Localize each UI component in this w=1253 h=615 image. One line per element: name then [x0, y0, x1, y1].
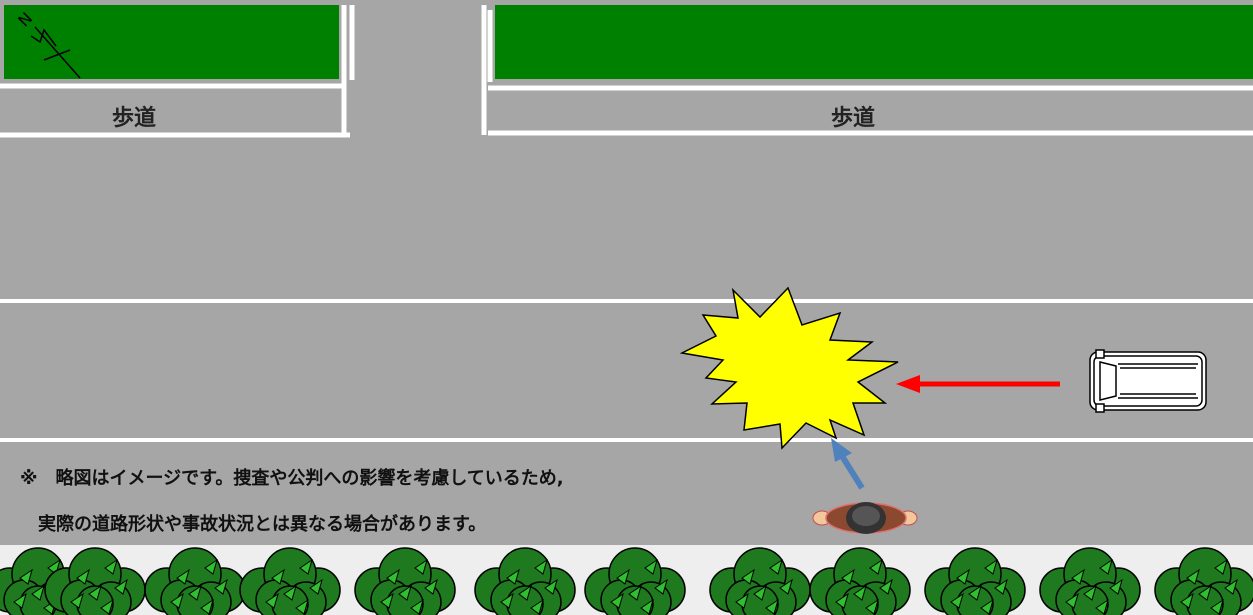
vehicle-icon — [1089, 349, 1207, 413]
vehicle-direction-arrow — [896, 375, 1060, 393]
grass-left — [4, 5, 339, 79]
shrub-icon — [1039, 547, 1141, 615]
note-line-1: ※ 略図はイメージです。捜査や公判への影響を考慮しているため, — [20, 468, 564, 489]
note-line-2: 実際の道路形状や事故状況とは異なる場合があります。 — [38, 514, 487, 535]
shrub-icon — [354, 547, 456, 615]
shrub-icon — [144, 547, 246, 615]
pedestrian-direction-arrow — [831, 438, 865, 490]
impact-burst-icon — [679, 286, 899, 450]
shrub-icon — [1154, 547, 1253, 615]
sidewalk-borders — [0, 5, 1253, 138]
sidewalk-left-label: 歩道 — [112, 105, 156, 131]
shrub-icon — [44, 547, 146, 615]
shrub-icon — [584, 547, 686, 615]
grass-right — [495, 5, 1253, 79]
shrub-icon — [474, 547, 576, 615]
sidewalk-right-label: 歩道 — [831, 105, 875, 131]
pedestrian-icon — [812, 502, 918, 534]
shrub-icon — [809, 547, 911, 615]
shrub-icon — [924, 547, 1026, 615]
shrub-icon — [709, 547, 811, 615]
road — [0, 0, 1253, 545]
shrubs — [0, 547, 1253, 615]
shrub-icon — [239, 547, 341, 615]
